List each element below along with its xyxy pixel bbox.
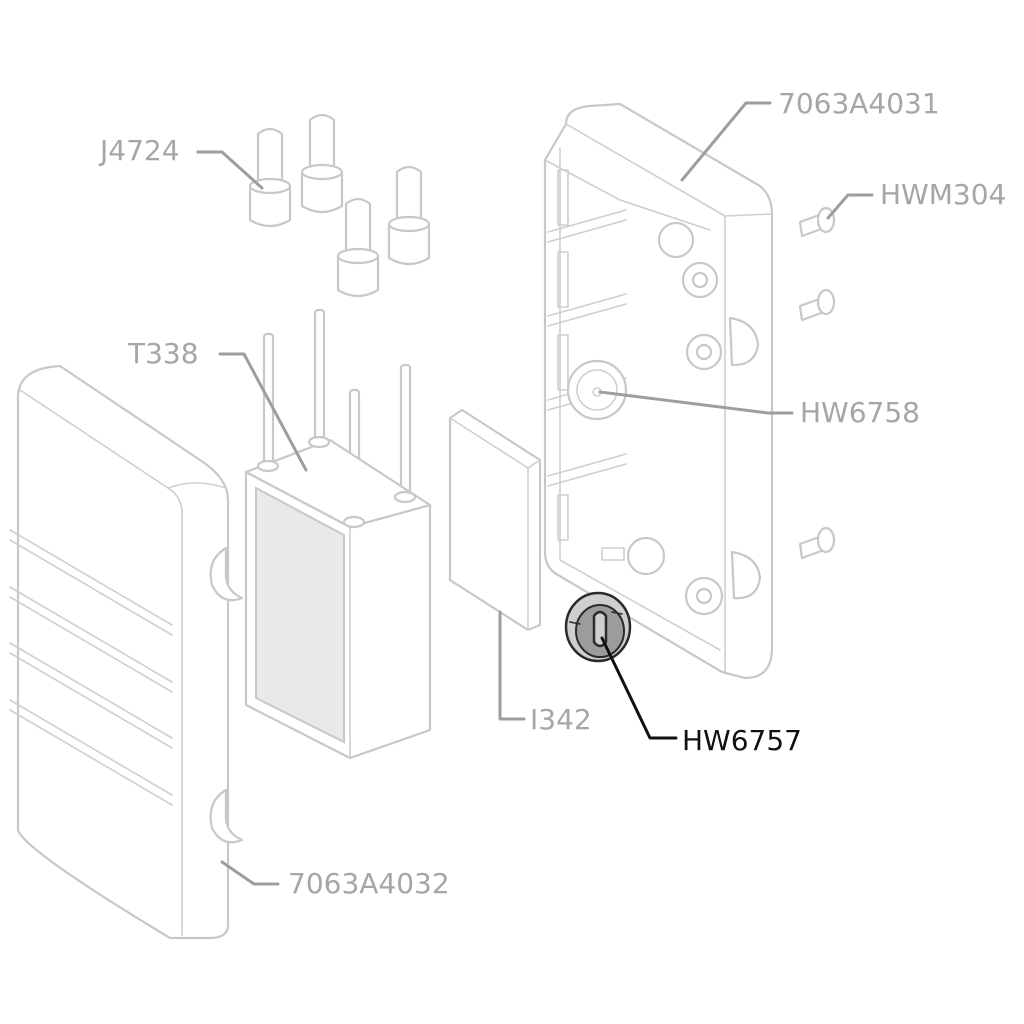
label-hw6758: HW6758 bbox=[800, 396, 920, 429]
leader-t338 bbox=[218, 352, 308, 472]
front-cover-part bbox=[9, 364, 244, 940]
battery-module-part bbox=[244, 308, 432, 760]
leader-hw6758 bbox=[598, 390, 794, 415]
leader-hwm304 bbox=[826, 193, 874, 220]
label-hwm304: HWM304 bbox=[880, 178, 1006, 211]
label-t338: T338 bbox=[127, 337, 199, 370]
connector-sleeves-part bbox=[248, 113, 431, 298]
rear-housing-part bbox=[543, 102, 774, 680]
hw6757-disc-part bbox=[564, 591, 632, 663]
leader-7063a4032 bbox=[220, 860, 280, 886]
label-7063a4032: 7063A4032 bbox=[288, 867, 450, 900]
insulator-pad-part bbox=[448, 408, 542, 632]
leader-i342 bbox=[498, 610, 526, 721]
leader-hw6757 bbox=[600, 636, 678, 740]
screws-part bbox=[798, 206, 836, 560]
label-7063a4031: 7063A4031 bbox=[778, 87, 940, 120]
label-i342: I342 bbox=[530, 703, 592, 736]
leader-j4724 bbox=[196, 150, 264, 190]
label-hw6757: HW6757 bbox=[682, 724, 802, 757]
leader-7063a4031 bbox=[680, 101, 772, 182]
label-j4724: J4724 bbox=[98, 134, 180, 167]
